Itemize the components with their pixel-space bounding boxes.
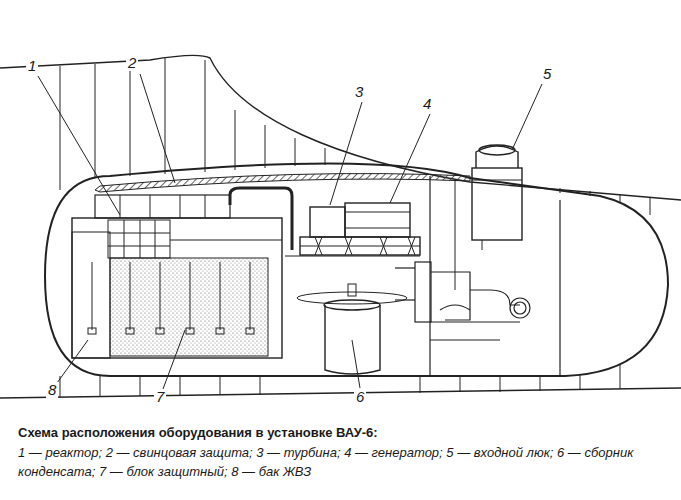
- callout-number: 4: [421, 96, 433, 112]
- callout-number: 5: [541, 66, 553, 82]
- callout-number: 2: [126, 55, 138, 71]
- callout-number: 7: [154, 389, 166, 405]
- callout-number: 6: [354, 389, 366, 405]
- callout-number: 1: [26, 58, 38, 74]
- callout-number: 8: [46, 382, 58, 398]
- callout-number: 3: [353, 84, 365, 100]
- caption-text: 1 — реактор; 2 — свинцовая защита; 3 — т…: [18, 443, 658, 481]
- caption-title: Схема расположения оборудования в устано…: [18, 424, 378, 441]
